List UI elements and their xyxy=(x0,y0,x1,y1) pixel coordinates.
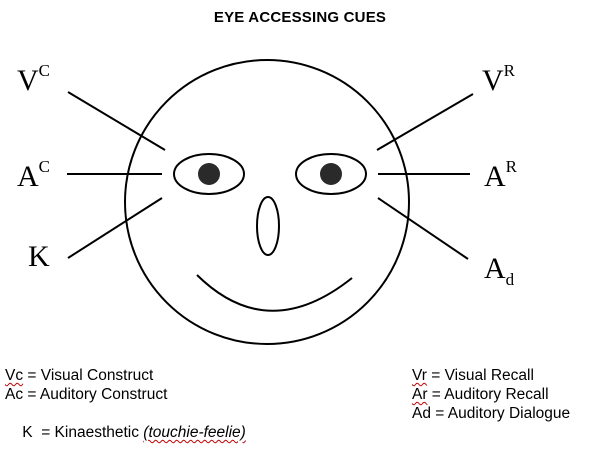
label-visual-construct: VC xyxy=(17,61,50,97)
legend-text: = Auditory Dialogue xyxy=(430,405,571,422)
line-visual-recall xyxy=(376,93,474,151)
legend-item-visual-recall: Vr = Visual Recall xyxy=(412,366,570,385)
legend-abbr: K xyxy=(22,424,33,441)
legend-text: = Auditory Recall xyxy=(427,386,549,403)
face-diagram: VC AC K VR AR Ad xyxy=(17,59,518,345)
legend-text: = Auditory Construct xyxy=(23,386,168,403)
label-visual-recall: VR xyxy=(482,61,516,97)
line-auditory-dialogue xyxy=(377,197,469,260)
right-eye xyxy=(295,153,367,195)
line-visual-construct xyxy=(67,91,166,151)
legend-abbr: Ad xyxy=(412,405,431,422)
right-pupil xyxy=(320,163,342,185)
legend-abbr: Vc xyxy=(5,367,24,384)
legend-abbr: Ac xyxy=(5,386,24,403)
legend-text: = Kinaesthetic xyxy=(32,424,144,441)
legend-text: = Visual Recall xyxy=(426,367,534,384)
legend-item-auditory-recall: Ar = Auditory Recall xyxy=(412,385,570,404)
left-pupil xyxy=(198,163,220,185)
legend-item-visual-construct: Vc = Visual Construct xyxy=(5,366,246,385)
mouth xyxy=(196,274,353,312)
label-kinaesthetic: K xyxy=(28,240,50,273)
nose xyxy=(256,196,280,256)
legend-item-auditory-dialogue: Ad = Auditory Dialogue xyxy=(412,404,570,423)
legend-recall: Vr = Visual Recall Ar = Auditory Recall … xyxy=(412,366,570,423)
label-auditory-recall: AR xyxy=(484,157,518,193)
diagram-title: EYE ACCESSING CUES xyxy=(213,9,387,26)
legend-abbr: Ar xyxy=(412,386,428,403)
legend-abbr: Vr xyxy=(412,367,427,384)
legend-note: (touchie-feelie) xyxy=(143,424,246,441)
legend-item-kinaesthetic: K = Kinaesthetic (touchie-feelie) xyxy=(5,404,246,461)
legend-item-auditory-construct: Ac = Auditory Construct xyxy=(5,385,246,404)
label-auditory-dialogue: Ad xyxy=(484,252,515,289)
face-outline xyxy=(124,59,410,345)
left-eye xyxy=(173,153,245,195)
line-kinaesthetic xyxy=(67,197,163,259)
legend-construct: Vc = Visual Construct Ac = Auditory Cons… xyxy=(5,366,246,461)
legend-text: = Visual Construct xyxy=(23,367,154,384)
label-auditory-construct: AC xyxy=(17,157,50,193)
